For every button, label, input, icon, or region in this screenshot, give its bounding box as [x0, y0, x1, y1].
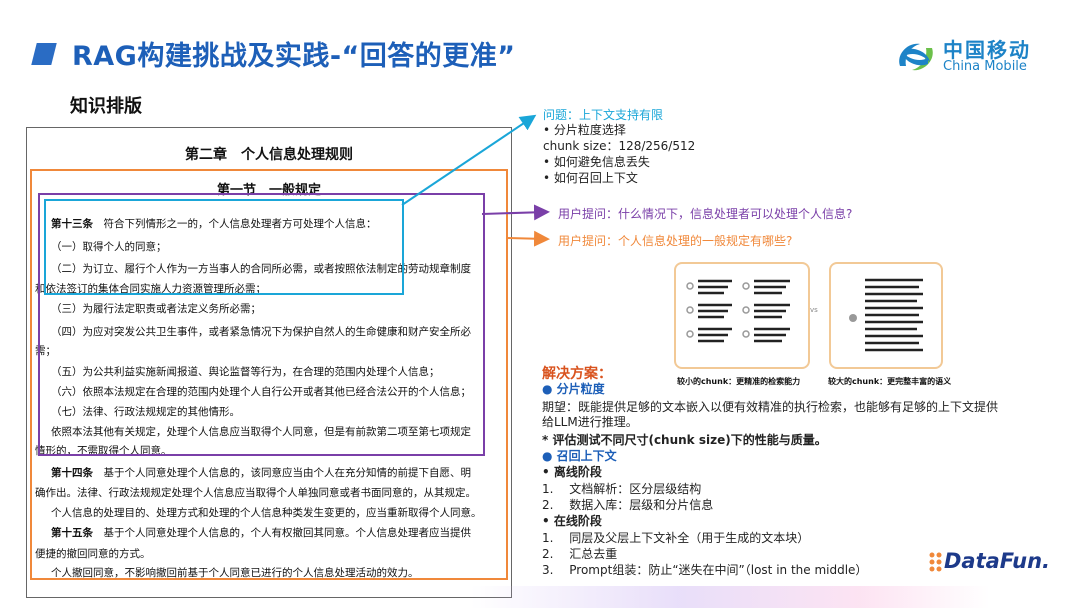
solution-line: 3. Prompt组装：防止“迷失在中间”（lost in the middle… — [542, 563, 868, 577]
solution-line: 2. 汇总去重 — [542, 547, 618, 561]
datafun-brand: DataFun. — [944, 549, 1051, 573]
document-line-text: （二）为订立、履行个人作为一方当事人的合同所必需，或者按照依法制定的劳动规章制度 — [51, 263, 471, 275]
document-line: （二）为订立、履行个人作为一方当事人的合同所必需，或者按照依法制定的劳动规章制度 — [51, 261, 471, 276]
small-chunk-card — [674, 262, 810, 369]
logo-text-cn: 中国移动 — [943, 38, 1031, 62]
page-title: RAG构建挑战及实践-“回答的更准” — [72, 41, 516, 72]
document-line-text: 和依法签订的集体合同实施人力资源管理所必需； — [35, 283, 266, 295]
document-line-text: 基于个人同意处理个人信息的，个人有权撤回其同意。个人信息处理者应当提供 — [93, 527, 471, 539]
solution-line: 1. 同层及父层上下文补全（用于生成的文本块） — [542, 531, 810, 545]
solution-line: • 在线阶段 — [542, 514, 602, 528]
solution-line: 2. 数据入库：层级和分片信息 — [542, 498, 714, 512]
document-line-text: （一）取得个人的同意； — [51, 241, 167, 253]
china-mobile-logo-icon — [899, 43, 933, 71]
document-line-text: 确作出。法律、行政法规规定处理个人信息应当取得个人单独同意或者书面同意的，从其规… — [35, 487, 476, 499]
problem-item: chunk size：128/256/512 — [543, 139, 696, 153]
document-line: 第十四条 基于个人同意处理个人信息的，该同意应当由个人在充分知情的前提下自愿、明 — [51, 465, 471, 480]
section-subtitle: 知识排版 — [70, 96, 142, 117]
document-line: （三）为履行法定职责或者法定义务所必需； — [51, 301, 261, 316]
solution-line: * 评估测试不同尺寸(chunk size)下的性能与质量。 — [542, 433, 827, 447]
user-question-2: 用户提问：个人信息处理的一般规定有哪些? — [558, 234, 793, 248]
document-panel: 第二章 个人信息处理规则 第一节 一般规定 第十三条 符合下列情形之一的，个人信… — [26, 127, 512, 598]
document-line: （七）法律、行政法规规定的其他情形。 — [51, 404, 240, 419]
document-line-text: （四）为应对突发公共卫生事件，或者紧急情况下为保护自然人的生命健康和财产安全所必 — [51, 326, 471, 338]
arrow-to-problem — [401, 114, 537, 206]
document-line: （四）为应对突发公共卫生事件，或者紧急情况下为保护自然人的生命健康和财产安全所必 — [51, 324, 471, 339]
solution-line: 期望：既能提供足够的文本嵌入以便有效精准的执行检索，也能够有足够的上下文提供 — [542, 400, 999, 414]
document-line: 确作出。法律、行政法规规定处理个人信息应当取得个人单独同意或者书面同意的，从其规… — [35, 485, 476, 500]
large-chunk-card — [829, 262, 943, 369]
document-line-text: （三）为履行法定职责或者法定义务所必需； — [51, 303, 261, 315]
solution-line: ● 分片粒度 — [542, 382, 605, 396]
document-line-text: （五）为公共利益实施新闻报道、舆论监督等行为，在合理的范围内处理个人信息； — [51, 366, 440, 378]
document-line-text: 基于个人同意处理个人信息的，该同意应当由个人在充分知情的前提下自愿、明 — [93, 467, 471, 479]
problem-item: • 如何避免信息丢失 — [543, 155, 650, 169]
document-line: 需； — [35, 343, 56, 358]
document-line: 便捷的撤回同意的方式。 — [35, 546, 151, 561]
document-line-text: 需； — [35, 345, 56, 357]
document-line-text: （七）法律、行政法规规定的其他情形。 — [51, 406, 240, 418]
document-line-text: 个人信息的处理目的、处理方式和处理的个人信息种类发生变更的，应当重新取得个人同意… — [51, 507, 482, 519]
document-line: （六）依照本法规定在合理的范围内处理个人自行公开或者其他已经合法公开的个人信息； — [51, 384, 471, 399]
article-number: 第十三条 — [51, 218, 93, 230]
footer-glow — [470, 586, 990, 608]
chapter-heading: 第二章 个人信息处理规则 — [185, 147, 353, 163]
arrow-to-question-1 — [481, 204, 550, 221]
large-chunk-icon — [849, 278, 923, 352]
document-line: 依照本法其他有关规定，处理个人信息应当取得个人同意，但是有前款第二项至第七项规定 — [51, 424, 471, 439]
large-chunk-caption: 较大的chunk：更完整丰富的语义 — [828, 377, 952, 386]
document-line-text: 依照本法其他有关规定，处理个人信息应当取得个人同意，但是有前款第二项至第七项规定 — [51, 426, 471, 438]
document-line: （一）取得个人的同意； — [51, 239, 167, 254]
problem-title: 问题：上下文支持有限 — [543, 108, 664, 122]
document-line-text: 便捷的撤回同意的方式。 — [35, 548, 151, 560]
small-chunks-icon — [686, 279, 790, 343]
solution-line: • 离线阶段 — [542, 465, 602, 479]
document-line: 和依法签订的集体合同实施人力资源管理所必需； — [35, 281, 266, 296]
document-line-text: 个人撤回同意，不影响撤回前基于个人同意已进行的个人信息处理活动的效力。 — [51, 567, 419, 579]
document-line: 第十三条 符合下列情形之一的，个人信息处理者方可处理个人信息： — [51, 216, 377, 231]
document-line: 第十五条 基于个人同意处理个人信息的，个人有权撤回其同意。个人信息处理者应当提供 — [51, 525, 471, 540]
small-chunk-box — [44, 199, 404, 295]
document-line: 个人撤回同意，不影响撤回前基于个人同意已进行的个人信息处理活动的效力。 — [51, 565, 419, 580]
problem-item: • 如何召回上下文 — [543, 171, 638, 185]
document-line: （五）为公共利益实施新闻报道、舆论监督等行为，在合理的范围内处理个人信息； — [51, 364, 440, 379]
solution-title: 解决方案： — [542, 366, 612, 382]
solution-line: 1. 文档解析：区分层级结构 — [542, 482, 702, 496]
problem-item: • 分片粒度选择 — [543, 123, 626, 137]
logo-text-en: China Mobile — [943, 59, 1027, 74]
article-number: 第十四条 — [51, 467, 93, 479]
document-line: 个人信息的处理目的、处理方式和处理的个人信息种类发生变更的，应当重新取得个人同意… — [51, 505, 482, 520]
article-number: 第十五条 — [51, 527, 93, 539]
solution-line: ● 召回上下文 — [542, 449, 617, 463]
vs-label: vs — [810, 306, 818, 314]
document-line-text: （六）依照本法规定在合理的范围内处理个人自行公开或者其他已经合法公开的个人信息； — [51, 386, 471, 398]
small-chunk-caption: 较小的chunk：更精准的检索能力 — [677, 377, 801, 386]
user-question-1: 用户提问：什么情况下，信息处理者可以处理个人信息? — [558, 207, 853, 221]
document-line-text: 符合下列情形之一的，个人信息处理者方可处理个人信息： — [93, 218, 377, 230]
datafun-dots-icon — [929, 552, 942, 572]
article-chunk-box — [38, 193, 485, 456]
arrow-to-question-2 — [505, 230, 550, 247]
section-chunk-box — [30, 169, 508, 580]
solution-line: 给LLM进行推理。 — [542, 415, 638, 429]
